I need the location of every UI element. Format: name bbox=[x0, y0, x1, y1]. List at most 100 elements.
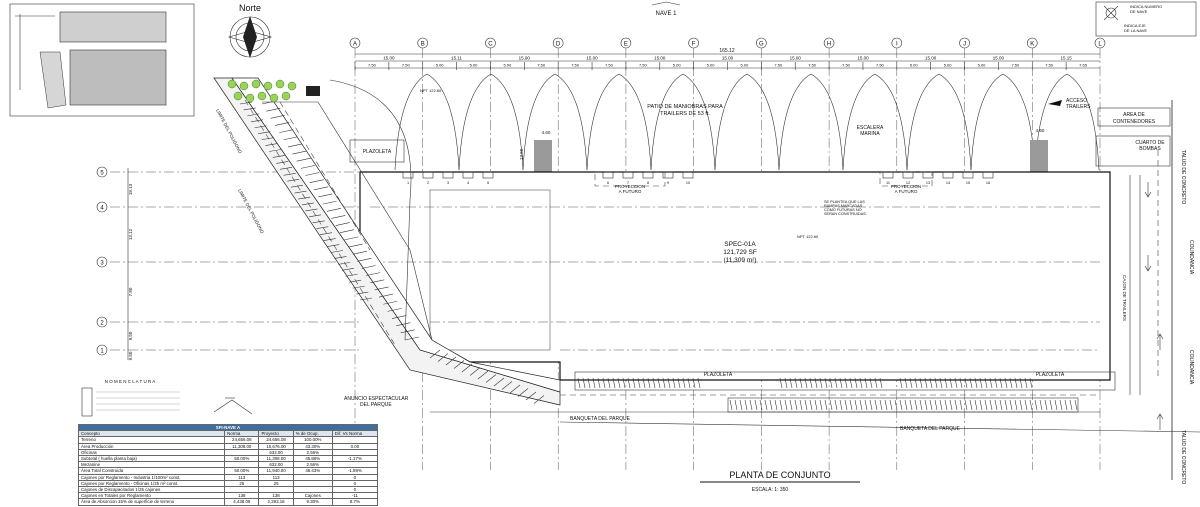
turning-arc bbox=[618, 73, 652, 171]
sub-dimension: 7.50 bbox=[876, 63, 885, 68]
svg-text:ACCESO: ACCESO bbox=[1066, 98, 1087, 104]
dock-door bbox=[402, 171, 414, 179]
sub-dimension: 7.50 bbox=[808, 63, 817, 68]
svg-text:DE NAVE: DE NAVE bbox=[1130, 9, 1148, 14]
row-axis-bubble bbox=[96, 256, 108, 268]
turning-arc bbox=[874, 73, 908, 171]
sub-dimension: 7.50 bbox=[537, 63, 546, 68]
table-cell: 25 bbox=[258, 479, 294, 488]
sub-dimension: 5.00 bbox=[741, 63, 750, 68]
svg-text:SPEC-01A: SPEC-01A bbox=[724, 241, 756, 248]
dock-number: 4 bbox=[467, 181, 469, 185]
column-axis-bubble bbox=[417, 37, 429, 49]
sub-dimension: 5.00 bbox=[436, 63, 445, 68]
dock-door bbox=[922, 171, 934, 179]
turning-arc bbox=[938, 73, 972, 171]
svg-text:NAVE 1: NAVE 1 bbox=[656, 11, 678, 17]
sub-dimension: 5.00 bbox=[978, 63, 987, 68]
table-cell: -1.17% bbox=[331, 454, 379, 463]
row-dimension: 9.50 bbox=[128, 351, 133, 360]
column-axis-bubble bbox=[1026, 37, 1038, 49]
turning-arc bbox=[490, 73, 524, 171]
column-axis-bubble bbox=[349, 37, 361, 49]
table-cell: 11,940.00 bbox=[258, 467, 294, 475]
svg-text:PROYECCION: PROYECCION bbox=[891, 184, 921, 189]
svg-text:PLAZOLETA: PLAZOLETA bbox=[1036, 372, 1065, 378]
table-cell: -11 bbox=[331, 492, 379, 500]
svg-text:121,729 SF: 121,729 SF bbox=[723, 249, 757, 256]
svg-text:ANUNCIO ESPECTACULAR: ANUNCIO ESPECTACULAR bbox=[344, 396, 409, 402]
column-axis-label: H bbox=[827, 42, 831, 48]
dock-door bbox=[442, 171, 454, 179]
landscape-trees bbox=[227, 79, 320, 103]
table-cell bbox=[331, 448, 379, 457]
turning-arc bbox=[842, 73, 876, 171]
span-dimension: 15.00 bbox=[790, 56, 802, 61]
svg-text:COMO FUTURAS NO: COMO FUTURAS NO bbox=[824, 208, 862, 212]
svg-text:MARINA: MARINA bbox=[860, 131, 880, 137]
span-dimension: 15.00 bbox=[586, 56, 598, 61]
svg-text:TRAILERS DE 53 ft.: TRAILERS DE 53 ft. bbox=[660, 111, 710, 117]
dock-door bbox=[682, 171, 694, 179]
svg-text:TALUD DE CONCRETO: TALUD DE CONCRETO bbox=[1180, 150, 1186, 204]
table-title: SFI-NAVE A bbox=[78, 423, 378, 432]
column-axis-label: C bbox=[488, 42, 493, 48]
turning-arc bbox=[426, 73, 460, 171]
column-axis-label: A bbox=[353, 42, 357, 48]
row-dimension: 18.13 bbox=[128, 183, 133, 195]
table-cell: 10,676.00 bbox=[258, 442, 294, 450]
projection-notes: PROYECCION A FUTURO PROYECCION A FUTURO … bbox=[594, 171, 933, 216]
truck-turning-arcs bbox=[394, 73, 1100, 171]
column-axis-bubble bbox=[959, 37, 970, 49]
table-cell: Área de Absorcion 15% de superficie de t… bbox=[77, 498, 226, 506]
dock-number: 10 bbox=[686, 181, 690, 185]
row-dimension: 13.12 bbox=[128, 228, 133, 240]
svg-text:PLANTA DE CONJUNTO: PLANTA DE CONJUNTO bbox=[729, 470, 830, 480]
column-axis-bubble bbox=[1094, 37, 1106, 49]
left-parking-stalls bbox=[239, 100, 545, 404]
dock-number: 11 bbox=[886, 181, 890, 185]
dock-door bbox=[982, 171, 994, 179]
bottom-parking-stalls bbox=[577, 377, 1079, 413]
building-nave-1: SPEC-01A 121,729 SF (11,309 m²) NPT 122.… bbox=[359, 171, 1111, 381]
table-cell bbox=[331, 436, 379, 444]
table-row: Subtotal ( huella planta baja)50.00%11,3… bbox=[77, 454, 379, 463]
turning-arc bbox=[586, 73, 620, 171]
svg-text:4.60: 4.60 bbox=[542, 130, 551, 135]
dock-number: 1 bbox=[407, 181, 409, 185]
svg-text:NPT 122.60: NPT 122.60 bbox=[420, 88, 442, 93]
table-cell: 2,293.16 bbox=[258, 498, 294, 506]
turning-arc bbox=[1066, 73, 1100, 171]
tree-icon bbox=[281, 91, 291, 101]
column-axis-label: F bbox=[692, 42, 696, 48]
svg-text:A FUTURO: A FUTURO bbox=[619, 189, 642, 194]
column-axis-label: G bbox=[759, 42, 764, 48]
row-axis-label: 1 bbox=[100, 348, 104, 354]
column-axis-label: J bbox=[963, 42, 966, 48]
dock-number: 13 bbox=[926, 181, 930, 185]
svg-text:AREA DE: AREA DE bbox=[1123, 112, 1145, 118]
svg-text:NPT 122.60: NPT 122.60 bbox=[797, 234, 819, 239]
span-dimension: 15.11 bbox=[451, 56, 462, 61]
sub-dimension: 5.00 bbox=[470, 63, 479, 68]
table-cell: 632.00 bbox=[258, 461, 294, 469]
turning-arc bbox=[554, 73, 588, 171]
svg-text:N O M E N C L A T U R A: N O M E N C L A T U R A bbox=[105, 379, 155, 384]
svg-text:165.12: 165.12 bbox=[719, 48, 735, 54]
svg-text:RAMPAS MARCADAS: RAMPAS MARCADAS bbox=[824, 204, 863, 208]
row-axis-label: 2 bbox=[100, 320, 104, 326]
dock-door bbox=[662, 171, 674, 179]
turning-arc bbox=[650, 73, 684, 171]
table-cell: 0 bbox=[331, 479, 379, 488]
svg-text:TALUD DE CONCRETO: TALUD DE CONCRETO bbox=[1180, 430, 1186, 484]
row-dimension: 7.80 bbox=[128, 287, 133, 296]
svg-text:4.60: 4.60 bbox=[1036, 128, 1045, 133]
tree-icon bbox=[233, 91, 243, 101]
